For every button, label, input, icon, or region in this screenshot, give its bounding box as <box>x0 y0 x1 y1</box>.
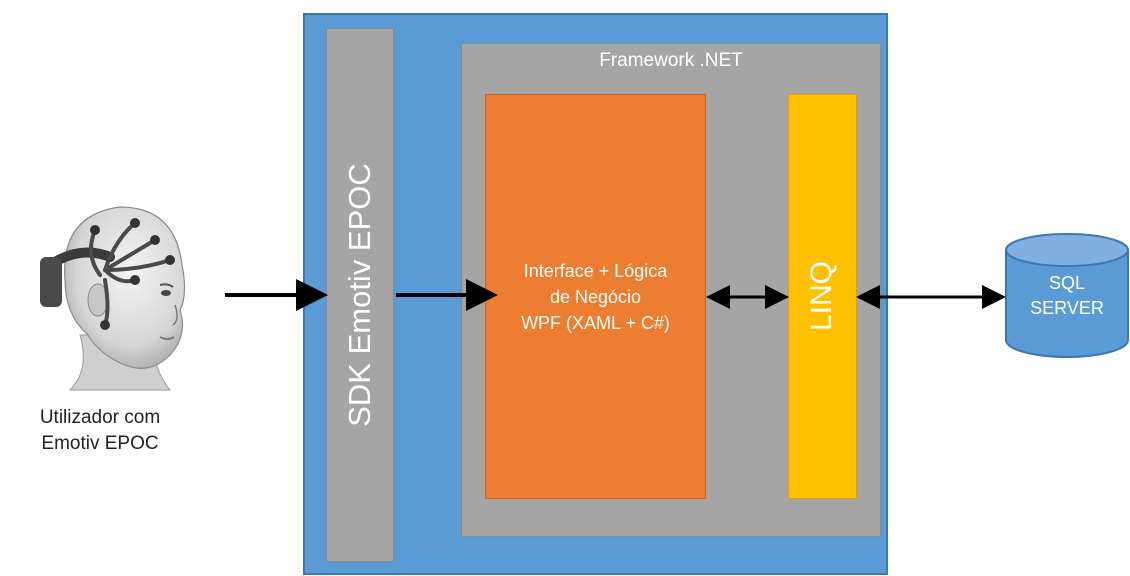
sql-line1: SQL <box>1048 273 1086 293</box>
user-headset-illustration <box>40 206 186 391</box>
interface-line1: Interface + Lógica <box>523 261 668 281</box>
sdk-emotiv-block <box>326 28 394 562</box>
interface-logic-text: Interface + Lógica de Negócio WPF (XAML … <box>485 258 706 336</box>
interface-line3: WPF (XAML + C#) <box>521 313 670 333</box>
user-caption-line1: Utilizador com <box>39 407 161 428</box>
sql-server-label: SQL SERVER <box>1004 271 1130 321</box>
framework-label: Framework .NET <box>599 50 743 71</box>
user-caption: Utilizador com Emotiv EPOC <box>0 405 200 457</box>
interface-logic-block <box>485 94 706 499</box>
interface-line2: de Negócio <box>549 287 642 307</box>
user-caption-line2: Emotiv EPOC <box>41 433 159 454</box>
sql-server-database-icon <box>1005 233 1129 358</box>
sql-line2: SERVER <box>1030 298 1104 318</box>
